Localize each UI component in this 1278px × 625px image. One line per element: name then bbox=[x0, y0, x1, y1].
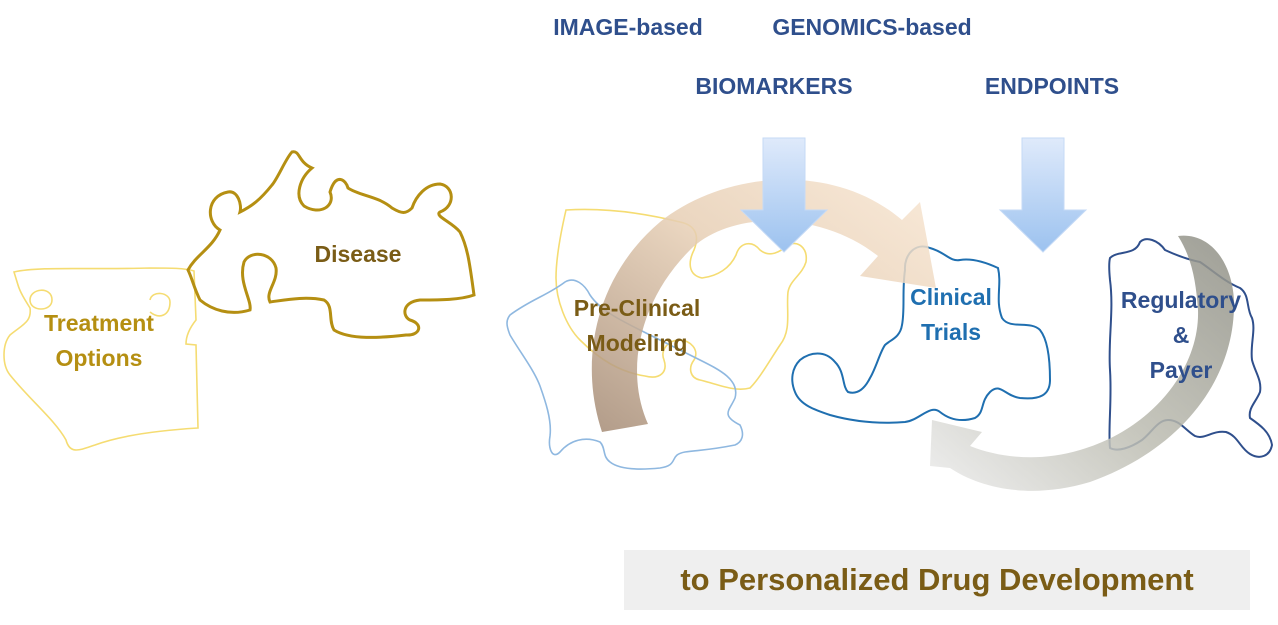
treatment-options-label-line1: Treatment bbox=[44, 310, 154, 336]
regulatory-label-line3: Payer bbox=[1150, 357, 1213, 383]
curved-arrow-icon bbox=[591, 179, 936, 432]
clinical-trials-puzzle-piece bbox=[791, 245, 1052, 424]
biomarkers-down-arrow-icon bbox=[739, 137, 829, 253]
biomarkers-label: BIOMARKERS bbox=[695, 73, 852, 99]
clinical-trials-label-line2: Trials bbox=[921, 319, 981, 345]
treatment-options-label-line2: Options bbox=[56, 345, 143, 371]
treatment-options-puzzle-piece bbox=[3, 267, 199, 451]
preclinical-label-line1: Pre-Clinical bbox=[574, 295, 701, 321]
clinical-trials-label-line1: Clinical bbox=[910, 284, 992, 310]
disease-label: Disease bbox=[315, 241, 402, 267]
regulatory-label-line2: & bbox=[1173, 322, 1190, 348]
regulatory-label-line1: Regulatory bbox=[1121, 287, 1241, 313]
endpoints-label: ENDPOINTS bbox=[985, 73, 1119, 99]
disease-puzzle-piece bbox=[186, 150, 476, 339]
banner-text: to Personalized Drug Development bbox=[680, 562, 1194, 597]
banner: to Personalized Drug Development bbox=[624, 550, 1250, 610]
endpoints-down-arrow-icon bbox=[998, 137, 1088, 253]
curved-arrow-icon bbox=[930, 235, 1235, 491]
preclinical-label-line2: Modeling bbox=[587, 330, 688, 356]
genomics-based-label: GENOMICS-based bbox=[772, 14, 971, 40]
image-based-label: IMAGE-based bbox=[553, 14, 703, 40]
regulatory-payer-puzzle-piece bbox=[1108, 238, 1274, 458]
